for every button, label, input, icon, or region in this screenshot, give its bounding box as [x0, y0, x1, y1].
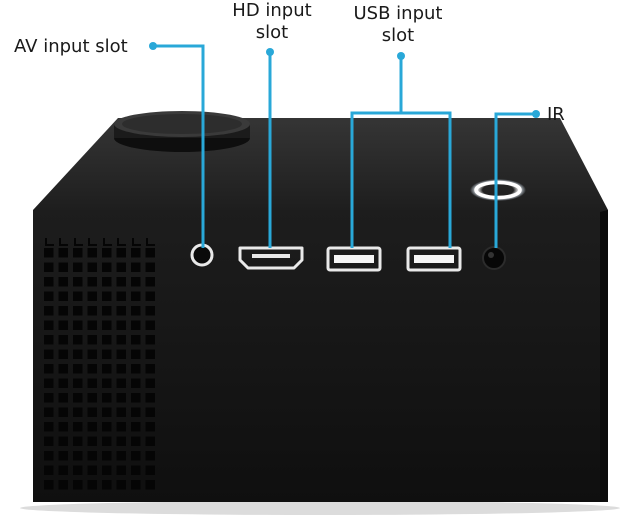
callout-lines	[153, 44, 536, 248]
av-input-label: AV input slot	[14, 36, 128, 58]
callout-dot-usb	[397, 52, 405, 60]
vent-grille-icon	[44, 238, 160, 492]
callout-dot-hd	[266, 48, 274, 56]
hdmi-port-icon[interactable]	[238, 246, 304, 270]
ir-label: IR	[547, 104, 565, 126]
floor-shadow	[20, 501, 620, 515]
callout-dots	[149, 42, 540, 118]
callout-line-usb	[350, 56, 452, 248]
hd-input-label-line1: HD input	[232, 0, 312, 21]
hd-input-label-line2: slot	[255, 22, 289, 43]
projector-side-face	[600, 210, 608, 502]
usb-input-label-line2: slot	[381, 25, 415, 46]
ir-label-text: IR	[547, 104, 565, 125]
callout-dot-ir	[532, 110, 540, 118]
usb-input-label-line1: USB input	[353, 3, 443, 24]
callout-dot-av	[149, 42, 157, 50]
usb-port-icon[interactable]	[406, 246, 462, 272]
usb-port-icon[interactable]	[326, 246, 382, 272]
av-input-label-text: AV input slot	[14, 36, 128, 57]
ir-receiver-icon	[482, 246, 506, 270]
hd-input-label: HD input slot	[212, 0, 332, 44]
callout-line-ir	[494, 112, 536, 248]
callout-line-av	[153, 44, 205, 248]
focus-knob-icon[interactable]	[114, 111, 250, 152]
usb-input-label: USB input slot	[338, 3, 458, 47]
power-led-ring-icon[interactable]	[470, 179, 526, 201]
